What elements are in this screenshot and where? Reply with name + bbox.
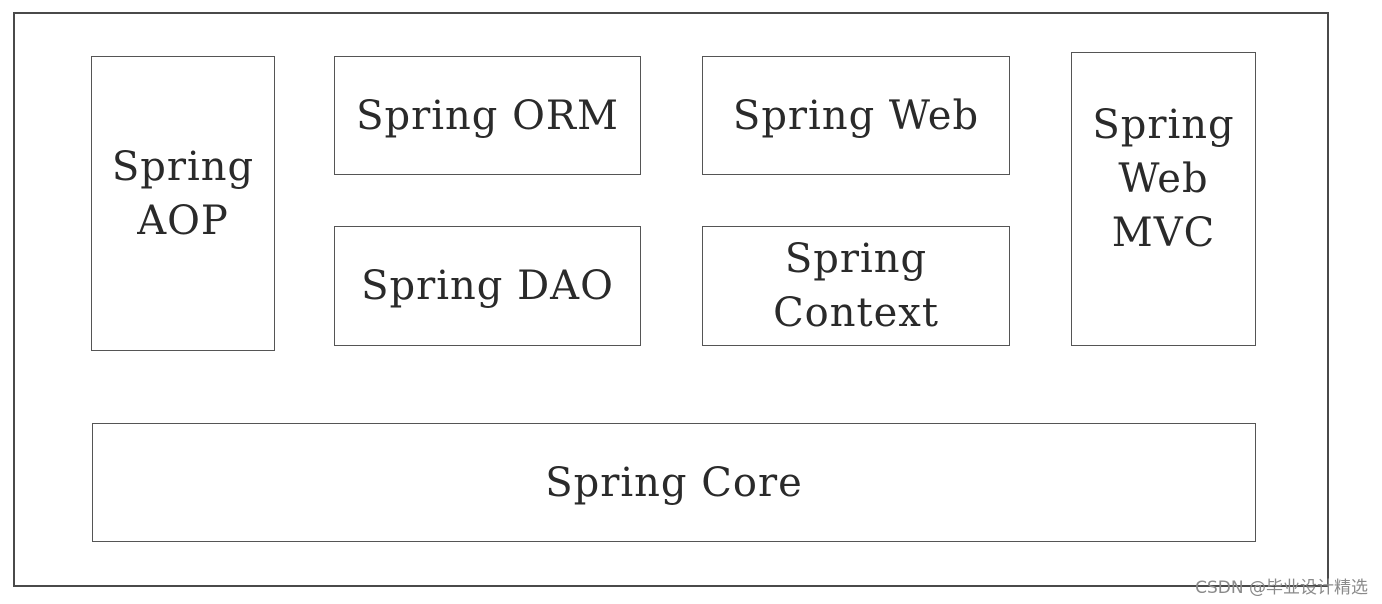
module-spring-core-label: Spring Core: [545, 459, 803, 506]
watermark-text: CSDN @毕业设计精选: [1195, 578, 1368, 598]
module-spring-web-label: Spring Web: [732, 92, 980, 139]
module-spring-web-mvc: Spring Web MVC: [1071, 52, 1256, 346]
module-spring-orm: Spring ORM: [334, 56, 641, 175]
module-spring-aop-label: Spring AOP: [111, 143, 255, 244]
module-spring-dao-label: Spring DAO: [361, 263, 614, 309]
module-spring-aop: Spring AOP: [91, 56, 275, 351]
module-spring-core: Spring Core: [92, 423, 1256, 542]
module-spring-dao: Spring DAO: [334, 226, 641, 346]
module-spring-web: Spring Web: [702, 56, 1010, 175]
module-spring-context-label: Spring Context: [773, 236, 939, 336]
module-spring-web-mvc-label: Spring Web MVC: [1092, 102, 1235, 256]
module-spring-context: Spring Context: [702, 226, 1010, 346]
module-spring-orm-label: Spring ORM: [356, 92, 619, 139]
